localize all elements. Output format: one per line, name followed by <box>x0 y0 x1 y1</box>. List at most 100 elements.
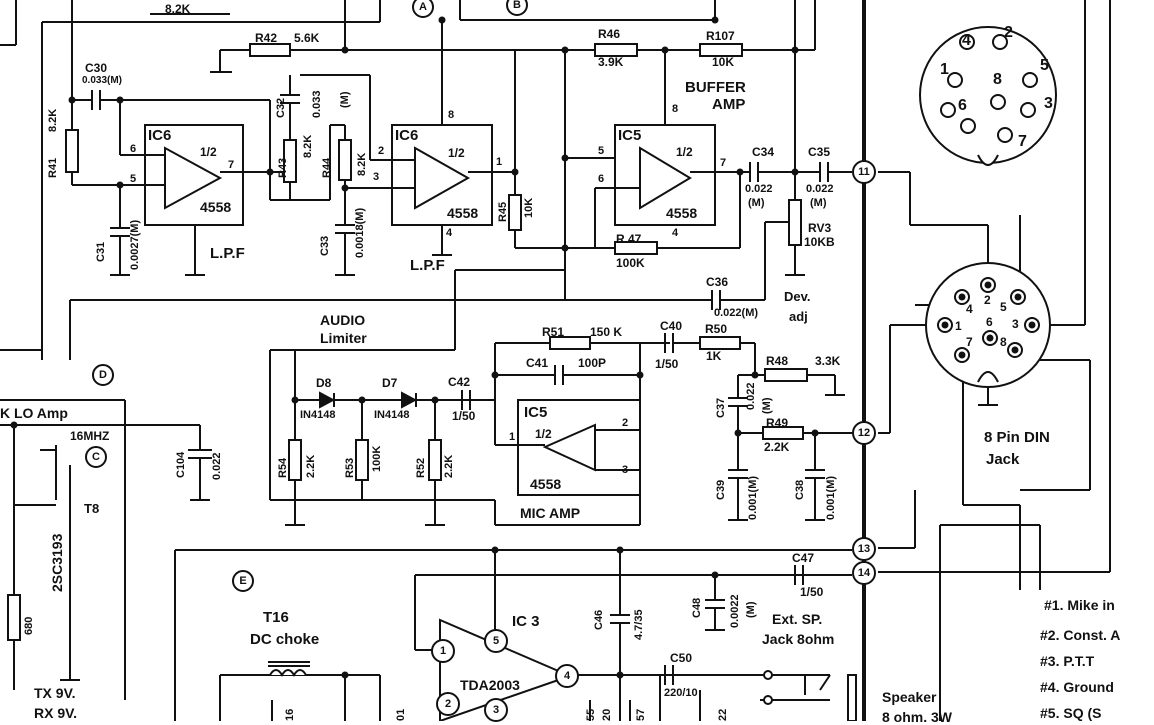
c41-value: 100P <box>578 356 607 370</box>
r107-value: 10K <box>712 55 735 69</box>
d8-value: IN4148 <box>300 409 336 421</box>
r107-label: R107 <box>706 29 735 43</box>
r48-value: 3.3K <box>815 354 841 368</box>
p55-label: 55 <box>585 708 597 721</box>
buffer-amp-label-1: BUFFER <box>685 79 746 96</box>
ic5a-pin4: 4 <box>672 227 679 239</box>
legend-item-4: #4. Ground <box>1040 679 1114 695</box>
c36-value: 0.022(M) <box>714 307 759 319</box>
c46-value: 4.7/35 <box>633 609 645 640</box>
buffer-amp-label-2: AMP <box>712 96 746 113</box>
r47-label: R 47 <box>616 232 642 246</box>
c40-label: C40 <box>660 319 683 333</box>
dev-adj-label-2: adj <box>789 309 808 324</box>
din-top-pin-5: 5 <box>1040 57 1049 74</box>
r44-label: R44 <box>321 157 333 178</box>
c47-label: C47 <box>792 551 815 565</box>
p01-label: 01 <box>395 708 407 721</box>
r41-label: R41 <box>47 157 59 178</box>
audio-limiter-label-2: Limiter <box>320 330 367 346</box>
ic6b-label: IC6 <box>395 127 419 144</box>
c35-label: C35 <box>808 145 831 159</box>
din-pin-1: 1 <box>955 319 962 333</box>
ic5a-part: 4558 <box>666 205 698 221</box>
c33-value: 0.0018(M) <box>354 207 366 258</box>
din-top-pin-2: 2 <box>1004 24 1013 41</box>
ic3-label: IC 3 <box>512 613 540 630</box>
c48-label: C48 <box>691 597 703 618</box>
r44-value: 8.2K <box>356 152 368 176</box>
p22-label: 22 <box>717 708 729 721</box>
din-pin-7: 7 <box>966 335 973 349</box>
c38-value: 0.001(M) <box>825 475 837 520</box>
din-pin-6: 6 <box>986 315 993 329</box>
ic6b-part: 4558 <box>447 205 479 221</box>
speaker-label-1: Speaker <box>882 689 937 705</box>
din-pin-2: 2 <box>984 293 991 307</box>
ic5a-pin5: 5 <box>598 145 605 157</box>
node-14: 14 <box>852 561 876 585</box>
c39-value: 0.001(M) <box>747 475 759 520</box>
c40-value: 1/50 <box>655 357 679 371</box>
din-top-pin-7: 7 <box>1018 133 1027 150</box>
c35-value: 0.022 <box>806 183 834 195</box>
c104-label: C104 <box>175 451 187 478</box>
p20-label: 20 <box>601 708 613 721</box>
din-top-pin-3: 3 <box>1044 95 1053 112</box>
r42-value: 5.6K <box>294 31 320 45</box>
ic6b-pin1: 1 <box>496 156 503 168</box>
ic6b-half: 1/2 <box>448 146 465 160</box>
p57-label: 57 <box>635 708 647 721</box>
node-e: E <box>232 570 254 592</box>
rx-label: RX 9V. <box>34 705 78 721</box>
legend-item-1: #1. Mike in <box>1044 597 1115 613</box>
r52-label: R52 <box>415 457 427 478</box>
r54-label: R54 <box>277 457 289 478</box>
ic6a-part: 4558 <box>200 199 232 215</box>
din-jack-label-1: 8 Pin DIN <box>984 429 1050 446</box>
r54-value: 2.2K <box>305 454 317 478</box>
r41-value: 8.2K <box>47 108 59 132</box>
r49-value: 2.2K <box>764 440 790 454</box>
d7-label: D7 <box>382 376 398 390</box>
r46-value: 3.9K <box>598 55 624 69</box>
ic5b-pin2: 2 <box>622 417 629 429</box>
r51-value: 150 K <box>590 325 623 339</box>
ic6a-half: 1/2 <box>200 145 217 159</box>
din-top-pin-4: 4 <box>962 32 971 49</box>
dev-adj-label-1: Dev. <box>784 289 811 304</box>
c42-label: C42 <box>448 375 471 389</box>
ic3-pin-3: 3 <box>484 698 508 722</box>
r45-label: R45 <box>497 201 509 222</box>
r45-value: 10K <box>523 197 535 218</box>
r-top-value: 8.2K <box>165 2 191 16</box>
node-11: 11 <box>852 160 876 184</box>
r46-label: R46 <box>598 27 621 41</box>
ic3-part: TDA2003 <box>460 677 520 693</box>
ic3-pin-5: 5 <box>484 629 508 653</box>
ic6a-label: IC6 <box>148 127 172 144</box>
ic5a-label: IC5 <box>618 127 642 144</box>
d8-label: D8 <box>316 376 332 390</box>
d7-value: IN4148 <box>374 409 410 421</box>
rv3-label: RV3 <box>808 221 832 235</box>
c38-label: C38 <box>794 479 806 500</box>
dc-choke-label: DC choke <box>250 631 320 648</box>
legend-item-5: #5. SQ (S <box>1040 705 1102 721</box>
din-top-pin-8: 8 <box>993 71 1002 88</box>
din-pin-4: 4 <box>966 302 973 316</box>
din-pin-8: 8 <box>1000 335 1007 349</box>
c47-value: 1/50 <box>800 585 824 599</box>
mic-amp-label: MIC AMP <box>520 505 581 521</box>
din-top-pin-1: 1 <box>940 61 949 78</box>
c50-value: 220/10 <box>664 687 698 699</box>
lpf-label-2: L.P.F <box>410 257 445 274</box>
c34-tolerance: (M) <box>748 197 765 209</box>
c37-label: C37 <box>715 397 727 418</box>
node-c: C <box>85 446 107 468</box>
c33-label: C33 <box>319 235 331 256</box>
c41-label: C41 <box>526 356 549 370</box>
c32-tolerance: (M) <box>339 91 351 109</box>
c34-label: C34 <box>752 145 775 159</box>
